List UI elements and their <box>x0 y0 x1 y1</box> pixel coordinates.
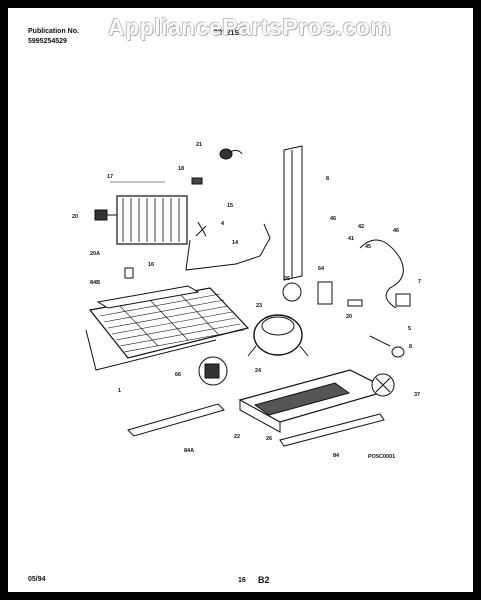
callout-37: 37 <box>414 392 420 398</box>
callout-15: 15 <box>227 203 233 209</box>
callout-21: 21 <box>196 142 202 148</box>
part-84a-rail <box>127 403 225 437</box>
callout-labels: 21 18 17 15 8 20 4 46 42 46 41 45 20A 14… <box>72 142 421 460</box>
publication-label: Publication No. <box>28 28 79 35</box>
callout-66: 66 <box>175 372 181 378</box>
part-18-clip <box>191 177 203 185</box>
callout-64: 64 <box>318 266 325 272</box>
callout-14: 14 <box>232 240 239 246</box>
callout-16: 16 <box>148 262 154 268</box>
part-17-condenser <box>94 181 188 245</box>
watermark: AppliancePartsPros.com <box>108 14 392 40</box>
callout-1: 1 <box>118 388 121 394</box>
part-14-tube <box>185 221 271 271</box>
callout-17: 17 <box>107 174 113 180</box>
callout-26b: 26 <box>266 436 272 442</box>
callout-26: 26 <box>284 276 290 282</box>
callout-20: 20 <box>72 214 78 220</box>
callout-4: 4 <box>221 221 225 227</box>
callout-18: 18 <box>178 166 184 172</box>
part-5-tube <box>369 335 391 347</box>
callout-46b: 46 <box>393 228 399 234</box>
callout-20a: 20A <box>90 251 100 257</box>
callout-5: 5 <box>408 326 411 332</box>
part-24-relay <box>198 356 228 386</box>
callout-42: 42 <box>358 224 364 230</box>
part-21-thermostat <box>219 148 243 160</box>
model-number: FRT21S6A <box>213 30 249 37</box>
callout-22: 22 <box>234 434 240 440</box>
callout-84b: 84B <box>90 280 100 286</box>
part-7-harness <box>359 239 411 309</box>
callout-8: 8 <box>326 176 329 182</box>
callout-8b: 8 <box>409 344 412 350</box>
callout-46: 46 <box>330 216 336 222</box>
part-26-fan-motor <box>282 281 333 305</box>
callout-24: 24 <box>255 368 262 374</box>
part-64-evaporator <box>85 285 250 371</box>
callout-84: 84 <box>333 453 340 459</box>
footer-date: 05/94 <box>28 576 46 583</box>
publication-number: 5995254529 <box>28 38 67 45</box>
part-23-compressor <box>247 314 309 357</box>
part-8-column <box>283 145 303 281</box>
callout-41: 41 <box>348 236 354 242</box>
part-84-rail <box>279 413 385 447</box>
part-37-fan <box>371 373 395 397</box>
part-16-clip <box>124 267 134 279</box>
callout-45: 45 <box>365 244 371 250</box>
part-20-clip <box>347 299 363 307</box>
footer-section: B2 <box>258 575 270 585</box>
part-6-grommet <box>391 346 405 358</box>
diagram-code: PO5C0001 <box>368 454 395 460</box>
callout-84a: 84A <box>184 448 194 454</box>
callout-20b: 20 <box>346 314 352 320</box>
callout-7: 7 <box>418 279 421 285</box>
footer-page: 16 <box>238 577 246 584</box>
callout-23: 23 <box>256 303 262 309</box>
